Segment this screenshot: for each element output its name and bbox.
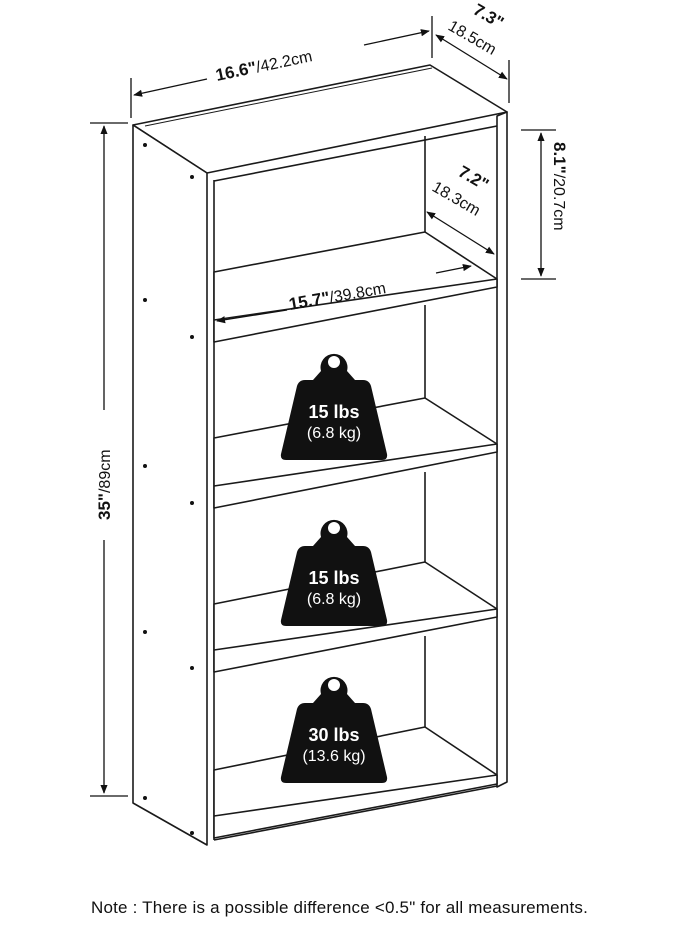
left-side-panel — [132, 124, 208, 846]
dimension-lines — [90, 16, 556, 797]
height-label: 35"/89cm — [95, 449, 114, 520]
shelf-height-in: 8.1" — [550, 142, 569, 174]
top-panel — [132, 64, 508, 174]
width-in: 16.6" — [214, 58, 258, 85]
weight-lbs-2: 15 lbs — [308, 568, 359, 588]
measurement-note: Note : There is a possible difference <0… — [90, 898, 589, 917]
screw-holes — [143, 143, 194, 835]
weight-icon: 30 lbs (13.6 kg) — [280, 676, 388, 783]
weight-icon: 15 lbs (6.8 kg) — [280, 519, 388, 626]
width-label: 16.6"/42.2cm — [214, 46, 314, 85]
weight-kg-2: (6.8 kg) — [307, 591, 361, 608]
weight-kg-3: (13.6 kg) — [302, 748, 365, 765]
weight-icon: 15 lbs (6.8 kg) — [280, 353, 388, 460]
shelf-height-label: 8.1"/20.7cm — [550, 142, 569, 231]
height-cm: /89cm — [97, 449, 114, 493]
shelf-height-cm: /20.7cm — [550, 174, 567, 231]
weight-lbs-3: 30 lbs — [308, 725, 359, 745]
weight-kg-1: (6.8 kg) — [307, 425, 361, 442]
height-in: 35" — [95, 493, 114, 520]
bookshelf — [132, 64, 508, 846]
width-cm: /42.2cm — [255, 48, 314, 76]
right-side-panel — [496, 111, 508, 788]
inner-depth-label-in: 7.2" — [455, 162, 492, 194]
weight-lbs-1: 15 lbs — [308, 402, 359, 422]
depth-label-in: 7.3" — [470, 0, 507, 32]
